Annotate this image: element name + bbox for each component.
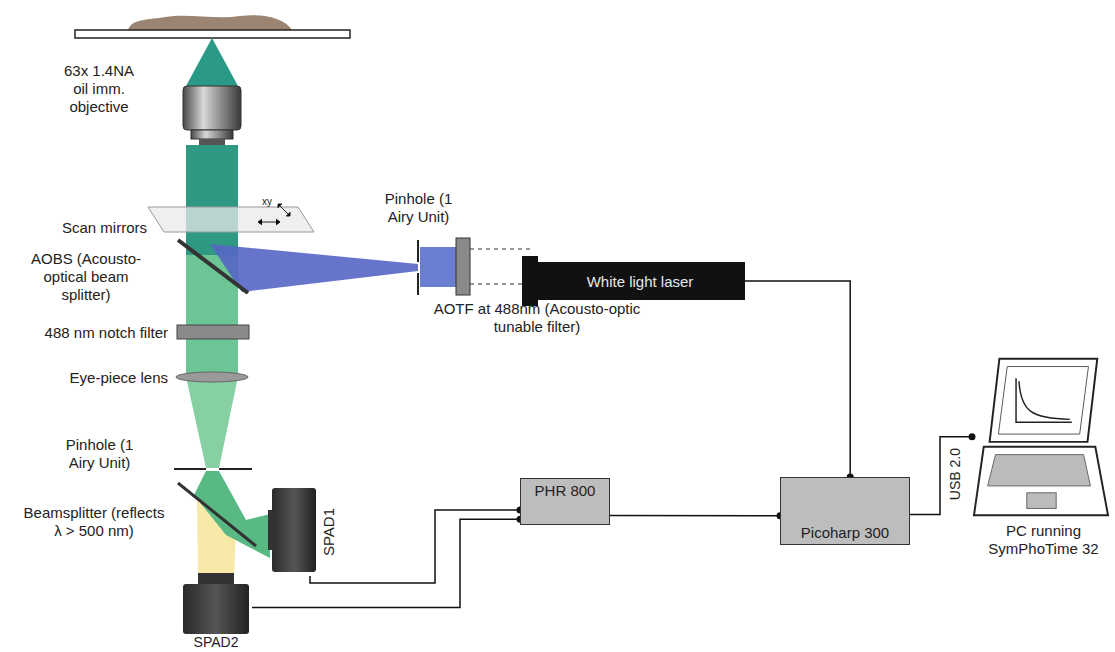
part-label: xy [262, 196, 272, 208]
aobs [178, 240, 248, 293]
laptop-display [998, 367, 1088, 435]
wire [610, 515, 780, 517]
node-label: White light laser [587, 273, 694, 290]
part-label: Beamsplitter (reflects λ > 500 nm) [20, 504, 168, 540]
objective-collar [191, 130, 233, 139]
connector [610, 512, 784, 519]
electronics-box: PHR 800 [520, 478, 610, 525]
part-label: AOTF at 488nm (Acousto-optic tunable fil… [430, 300, 644, 336]
xy-arrows [258, 204, 290, 225]
connector [310, 506, 524, 583]
beamsplitter [178, 483, 256, 546]
part-label: 488 nm notch filter [45, 324, 168, 342]
part-label: Pinhole (1 Airy Unit) [52, 436, 147, 472]
plot-axes [1016, 378, 1072, 422]
scan-mirrors [148, 207, 314, 232]
green-beam [194, 471, 270, 558]
beam-upper [186, 145, 238, 255]
detector: SPAD2 [180, 570, 252, 650]
detector-window [268, 510, 274, 550]
laser-box: White light laser [535, 262, 745, 300]
edge-label: USB 2.0 [946, 446, 964, 502]
objective-lens [199, 139, 225, 145]
connector [910, 433, 976, 514]
sample [128, 15, 292, 30]
excitation-beam [210, 244, 418, 292]
beam-converging [186, 377, 238, 468]
part-label: Eye-piece lens [70, 369, 168, 387]
wire [310, 510, 520, 583]
computer: PC running SymPhoTime 32 [972, 352, 1115, 564]
excitation-beam [420, 247, 456, 287]
objective-body [183, 86, 241, 130]
laptop-screen [990, 359, 1098, 442]
pinhole [174, 468, 206, 470]
part-label: Scan mirrors [62, 219, 147, 237]
laptop-base [974, 447, 1108, 516]
wire [910, 437, 972, 515]
connector [745, 281, 854, 481]
node-label: PHR 800 [535, 482, 596, 499]
focus-cone [186, 38, 238, 86]
slide [75, 30, 350, 38]
node-label: PC running SymPhoTime 32 [972, 522, 1115, 558]
pinhole [417, 273, 419, 295]
detector-body [183, 584, 249, 634]
keyboard [988, 455, 1091, 486]
eyepiece-lens [176, 372, 248, 382]
touchpad [1027, 493, 1056, 509]
pinhole [417, 240, 419, 262]
connection-dot [969, 433, 976, 440]
notch-filter [177, 325, 249, 339]
laptop-icon [972, 352, 1110, 522]
detector-body [272, 488, 316, 572]
node-label: SPAD1 [320, 508, 337, 556]
electronics-box: Picoharp 300 [780, 477, 910, 545]
pinhole [219, 468, 252, 470]
wire [745, 281, 850, 477]
node-label: Picoharp 300 [801, 524, 889, 541]
beam-dashed [470, 249, 533, 250]
part-label: AOBS (Acousto-optical beam splitter) [22, 250, 150, 304]
part-label: Pinhole (1 Airy Unit) [371, 190, 466, 226]
aotf [456, 238, 470, 295]
detector: SPAD1 [268, 488, 338, 576]
decay-curve [1019, 381, 1070, 419]
node-label: SPAD2 [194, 635, 239, 650]
part-label: 63x 1.4NA oil imm. objective [55, 62, 143, 116]
